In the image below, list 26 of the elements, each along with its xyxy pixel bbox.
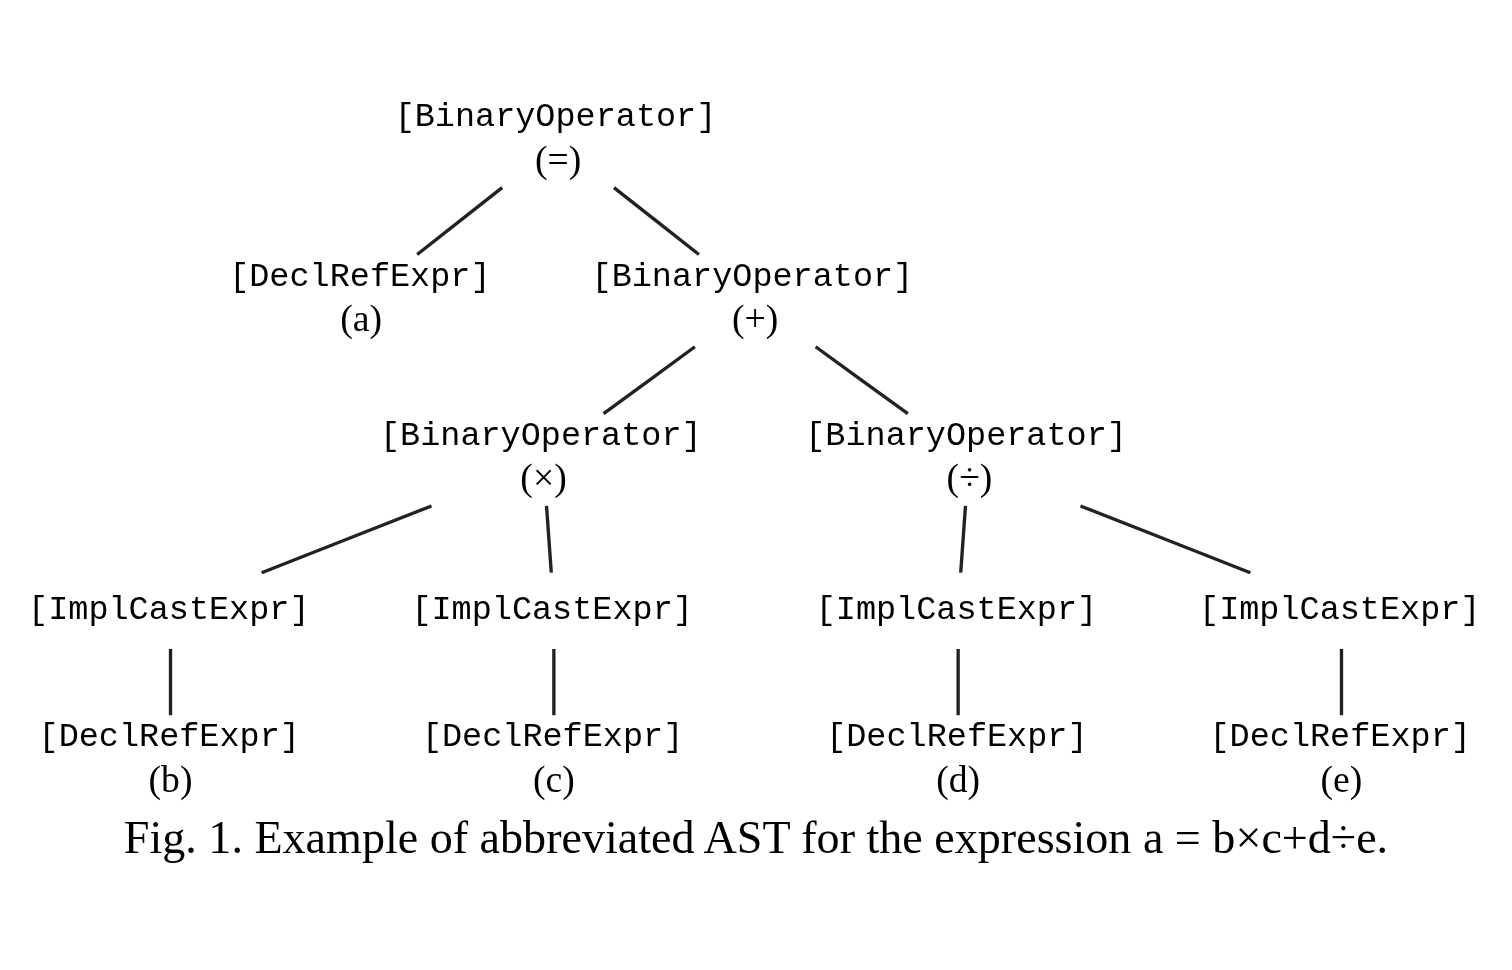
- connector: [552, 649, 556, 716]
- caption: Fig. 1. Example of abbreviated AST for the expression a = b×c+d÷e.: [123, 811, 1389, 863]
- connector: [602, 345, 696, 415]
- connector: [612, 186, 700, 256]
- node-text: [ImplCastExpr]: [411, 590, 693, 629]
- node-text: [DeclRefExpr] (a): [229, 257, 491, 339]
- node-text: [BinaryOperator] (÷): [805, 416, 1127, 499]
- node-text: [DeclRefExpr] (b): [38, 718, 300, 800]
- connector: [1079, 504, 1251, 575]
- connector: [956, 649, 960, 716]
- node-text: [DeclRefExpr] (e): [1209, 718, 1471, 800]
- node-text: [ImplCastExpr]: [815, 590, 1098, 629]
- connector: [261, 504, 433, 575]
- node-text: [BinaryOperator] (=): [394, 98, 717, 180]
- node-text: [DeclRefExpr] (d): [826, 718, 1088, 800]
- connector: [168, 649, 173, 716]
- node-text: [ImplCastExpr]: [28, 590, 310, 629]
- node-text: [DeclRefExpr] (c): [421, 718, 684, 800]
- connector: [544, 505, 553, 573]
- connector: [959, 505, 968, 573]
- connector: [416, 186, 504, 256]
- node-text: [ImplCastExpr]: [1199, 590, 1481, 629]
- node-text: [BinaryOperator] (×): [379, 416, 702, 499]
- connector: [1339, 649, 1344, 716]
- node-text: [BinaryOperator] (+): [591, 257, 914, 339]
- connector: [814, 345, 909, 415]
